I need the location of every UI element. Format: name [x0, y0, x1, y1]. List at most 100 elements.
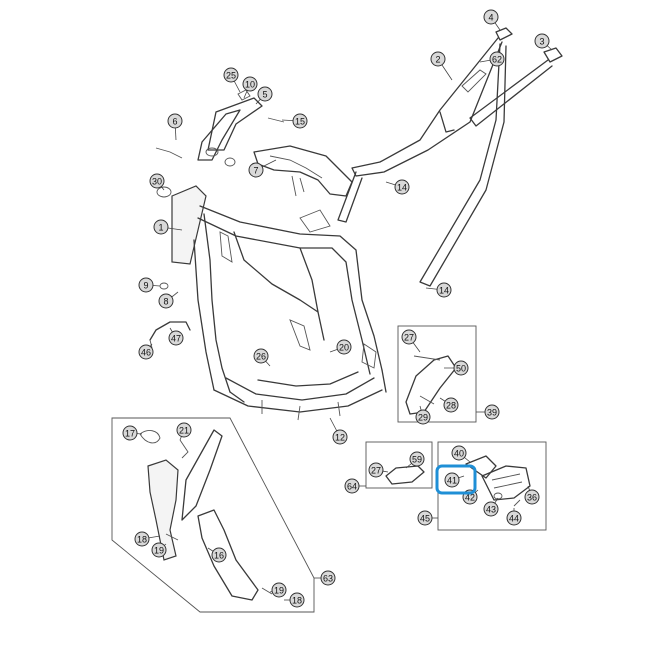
callout-circle: [344, 478, 360, 494]
callout-circle: [451, 445, 467, 461]
callout-circle: [489, 51, 505, 67]
callout-circle: [248, 162, 264, 178]
callout-10[interactable]: 10: [242, 76, 258, 92]
callout-label: 59: [412, 455, 422, 465]
callout-circle: [122, 425, 138, 441]
callout-30[interactable]: 30: [149, 173, 165, 189]
callout-label: 19: [154, 546, 164, 556]
callout-circle: [223, 67, 239, 83]
callout-circle: [257, 86, 273, 102]
callout-12[interactable]: 12: [332, 429, 348, 445]
callout-16[interactable]: 16: [211, 547, 227, 563]
callout-5[interactable]: 5: [257, 86, 273, 102]
callout-63[interactable]: 63: [320, 570, 336, 586]
callout-label: 12: [335, 433, 345, 443]
callout-circle: [436, 282, 452, 298]
callout-circle: [444, 472, 460, 488]
callout-label: 17: [125, 429, 135, 439]
callout-label: 10: [245, 80, 255, 90]
callout-circle: [453, 360, 469, 376]
callout-label: 14: [439, 286, 449, 296]
callout-44[interactable]: 44: [506, 510, 522, 526]
callout-18[interactable]: 18: [134, 531, 150, 547]
callout-1[interactable]: 1: [153, 219, 169, 235]
callout-label: 6: [172, 117, 177, 127]
callout-circle: [153, 219, 169, 235]
callout-label: 18: [137, 535, 147, 545]
callout-50[interactable]: 50: [453, 360, 469, 376]
callout-21[interactable]: 21: [176, 422, 192, 438]
callout-27[interactable]: 27: [401, 329, 417, 345]
callout-19[interactable]: 19: [271, 582, 287, 598]
callout-62[interactable]: 62: [489, 51, 505, 67]
callout-circle: [417, 510, 433, 526]
callout-circle: [394, 179, 410, 195]
callout-circle: [138, 344, 154, 360]
callout-label: 28: [446, 401, 456, 411]
callout-20[interactable]: 20: [336, 339, 352, 355]
callout-47[interactable]: 47: [168, 330, 184, 346]
callout-6[interactable]: 6: [167, 113, 183, 129]
callout-40[interactable]: 40: [451, 445, 467, 461]
callout-label: 16: [214, 551, 224, 561]
box-63: [111, 417, 315, 613]
callout-label: 9: [143, 281, 148, 291]
callout-41[interactable]: 41: [444, 472, 460, 488]
callout-59[interactable]: 59: [409, 451, 425, 467]
callout-64[interactable]: 64: [344, 478, 360, 494]
callout-27[interactable]: 27: [368, 462, 384, 478]
callout-46[interactable]: 46: [138, 344, 154, 360]
callout-28[interactable]: 28: [443, 397, 459, 413]
box-64: [365, 441, 433, 489]
callout-label: 36: [527, 493, 537, 503]
callout-label: 26: [256, 352, 266, 362]
callout-4[interactable]: 4: [483, 9, 499, 25]
callout-label: 39: [487, 408, 497, 418]
callout-8[interactable]: 8: [158, 293, 174, 309]
callout-7[interactable]: 7: [248, 162, 264, 178]
rear-linkage-parts: [155, 89, 285, 167]
callout-label: 40: [454, 449, 464, 459]
callout-label: 27: [371, 466, 381, 476]
callout-label: 63: [323, 574, 333, 584]
callout-17[interactable]: 17: [122, 425, 138, 441]
callout-3[interactable]: 3: [534, 33, 550, 49]
callout-19[interactable]: 19: [151, 542, 167, 558]
callout-18[interactable]: 18: [289, 592, 305, 608]
callout-43[interactable]: 43: [483, 501, 499, 517]
callout-label: 42: [465, 493, 475, 503]
callout-label: 15: [295, 117, 305, 127]
callout-circle: [484, 404, 500, 420]
callout-label: 25: [226, 71, 236, 81]
callout-25[interactable]: 25: [223, 67, 239, 83]
callout-label: 19: [274, 586, 284, 596]
callout-circle: [506, 510, 522, 526]
callout-circle: [292, 113, 308, 129]
callout-label: 44: [509, 514, 519, 524]
callout-label: 14: [397, 183, 407, 193]
callout-15[interactable]: 15: [292, 113, 308, 129]
callout-36[interactable]: 36: [524, 489, 540, 505]
callout-circle: [483, 501, 499, 517]
callout-circle: [524, 489, 540, 505]
callout-29[interactable]: 29: [415, 409, 431, 425]
callout-circle: [320, 570, 336, 586]
callout-14[interactable]: 14: [436, 282, 452, 298]
callout-26[interactable]: 26: [253, 348, 269, 364]
callout-circle: [415, 409, 431, 425]
callout-39[interactable]: 39: [484, 404, 500, 420]
callout-label: 1: [158, 223, 163, 233]
callout-circle: [211, 547, 227, 563]
callout-label: 43: [486, 505, 496, 515]
callout-label: 46: [141, 348, 151, 358]
callout-2[interactable]: 2: [430, 51, 446, 67]
callout-45[interactable]: 45: [417, 510, 433, 526]
callout-circle: [149, 173, 165, 189]
callout-14[interactable]: 14: [394, 179, 410, 195]
callout-label: 21: [179, 426, 189, 436]
callout-circle: [167, 113, 183, 129]
selected-part-highlight: [435, 464, 477, 495]
callout-label: 5: [262, 90, 267, 100]
callout-9[interactable]: 9: [138, 277, 154, 293]
callout-circle: [134, 531, 150, 547]
